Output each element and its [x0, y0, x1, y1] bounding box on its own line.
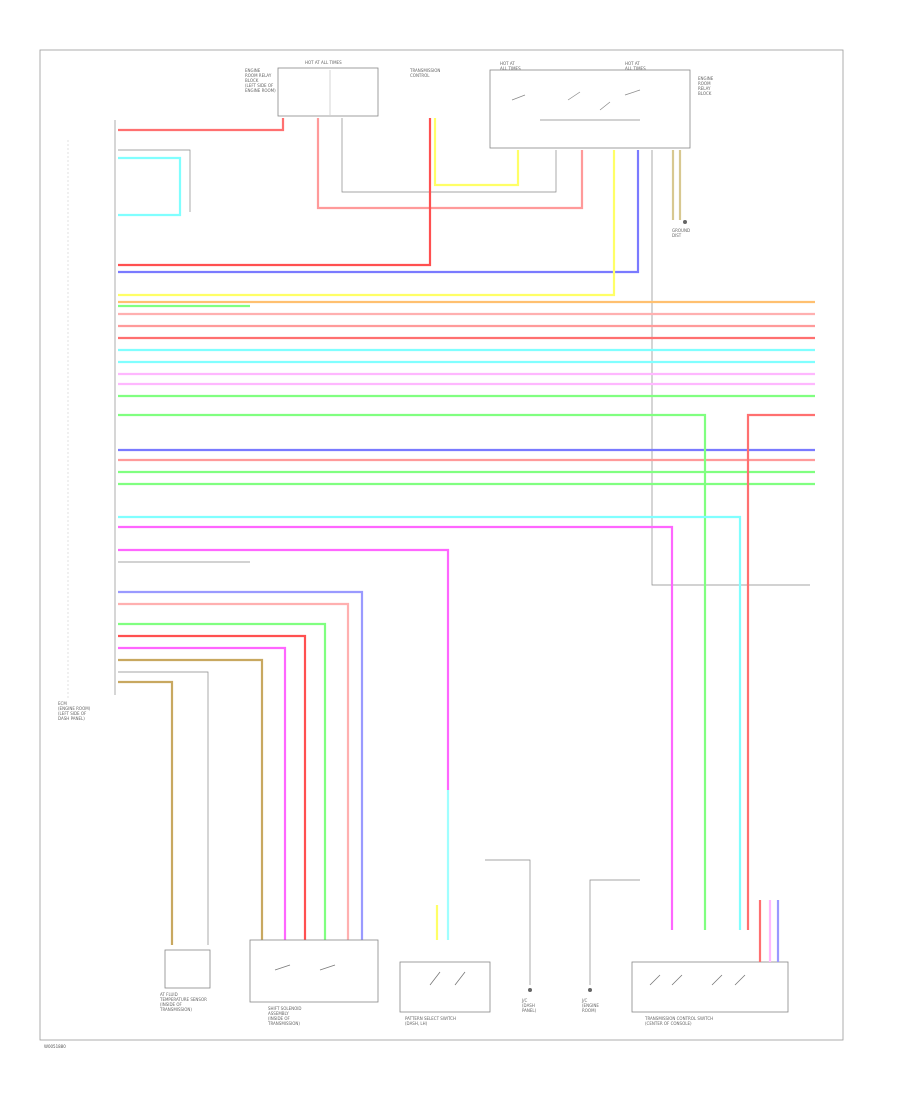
wire-magenta-lower [118, 646, 287, 940]
svg-text:PATTERN SELECT SWITCH: PATTERN SELECT SWITCH [405, 1016, 456, 1021]
svg-text:HOT AT: HOT AT [500, 61, 515, 66]
junction-connector-a: J/C (DASH PANEL) [521, 988, 537, 1013]
wire-gray-loop [341, 118, 557, 193]
svg-text:DASH PANEL): DASH PANEL) [58, 716, 85, 721]
fuse-block-c-label: HOT AT ALL TIMES [625, 61, 646, 71]
wire-yellow-loop [433, 118, 520, 187]
svg-text:ECM: ECM [58, 701, 67, 706]
svg-text:TRANSMISSION): TRANSMISSION) [267, 1021, 300, 1026]
wire-gray-lower [118, 671, 209, 945]
svg-text:J/C: J/C [521, 998, 528, 1003]
ground-label: GROUND DIST [672, 228, 690, 238]
svg-text:(DASH: (DASH [522, 1003, 535, 1008]
svg-text:ALL TIMES: ALL TIMES [500, 66, 521, 71]
wire-gray-long [651, 150, 810, 586]
svg-text:BLOCK: BLOCK [698, 91, 712, 96]
transmission-control-switch [631, 961, 789, 1013]
svg-text:(LEFT SIDE OF: (LEFT SIDE OF [58, 711, 87, 716]
wire-blue-long [118, 150, 640, 274]
wire-pink-lower [118, 602, 350, 940]
at-fluid-temp-sensor-label: AT FLUID TEMPERATURE SENSOR (INSIDE OF T… [159, 992, 207, 1012]
at-fluid-temp-sensor [164, 949, 211, 989]
svg-text:(CENTER OF CONSOLE): (CENTER OF CONSOLE) [645, 1021, 692, 1026]
shift-solenoid-assembly [249, 939, 379, 1003]
svg-text:ROOM): ROOM) [582, 1008, 597, 1013]
svg-text:PANEL): PANEL) [522, 1008, 537, 1013]
pattern-select-switch [399, 961, 491, 1013]
svg-text:TEMPERATURE SENSOR: TEMPERATURE SENSOR [159, 997, 207, 1002]
wire-green-drop [118, 413, 707, 930]
svg-text:(DASH, LH): (DASH, LH) [405, 1021, 428, 1026]
svg-text:ALL TIMES: ALL TIMES [625, 66, 646, 71]
svg-text:(ENGINE ROOM): (ENGINE ROOM) [58, 706, 91, 711]
fuse-block-b [489, 69, 691, 149]
wire-red-drop-right [746, 413, 815, 930]
right-relay-label: ENGINE ROOM RELAY BLOCK [698, 76, 714, 96]
horizontal-wire-bundle [118, 300, 815, 486]
wire-tan-sensor [118, 680, 174, 945]
svg-text:ASSEMBLY: ASSEMBLY [268, 1011, 289, 1016]
svg-text:ENGINE: ENGINE [698, 76, 714, 81]
svg-text:RELAY: RELAY [698, 86, 711, 91]
fuse-block-b-label: HOT AT ALL TIMES [500, 61, 521, 71]
svg-text:(LEFT SIDE OF: (LEFT SIDE OF [245, 83, 274, 88]
svg-text:(ENGINE: (ENGINE [582, 1003, 599, 1008]
wire-red-loop [316, 118, 584, 210]
svg-text:ROOM: ROOM [698, 81, 711, 86]
diagram-frame [39, 49, 844, 1041]
svg-text:HOT AT: HOT AT [625, 61, 640, 66]
wire-blue-lower [118, 590, 364, 940]
svg-text:TRANSMISSION CONTROL SWITCH: TRANSMISSION CONTROL SWITCH [644, 1016, 713, 1021]
hot-at-all-times-label: HOT AT ALL TIMES [305, 60, 342, 65]
wire-magenta-mid [118, 548, 450, 790]
ground-terminal [683, 220, 687, 224]
switch-glyphs [274, 964, 746, 986]
svg-text:CONTROL: CONTROL [410, 73, 430, 78]
svg-text:ENGINE ROOM): ENGINE ROOM) [245, 88, 276, 93]
svg-text:GROUND: GROUND [672, 228, 690, 233]
wire-yellow-long [118, 150, 616, 297]
svg-text:(INSIDE OF: (INSIDE OF [268, 1016, 290, 1021]
wire-gray-top [118, 149, 191, 212]
fuse-block-a [277, 67, 379, 117]
transmission-control-switch-label: TRANSMISSION CONTROL SWITCH (CENTER OF C… [644, 1016, 713, 1026]
ecm-label: ECM (ENGINE ROOM) (LEFT SIDE OF DASH PAN… [58, 701, 91, 721]
junction-connector-b: J/C (ENGINE ROOM) [581, 988, 599, 1013]
svg-text:TRANSMISSION): TRANSMISSION) [159, 1007, 192, 1012]
relay-switch-symbols [511, 89, 641, 121]
svg-text:ROOM RELAY: ROOM RELAY [245, 73, 272, 78]
wire-magenta-drop-right [118, 525, 674, 930]
footer-code: W0051880 [44, 1044, 66, 1049]
transmission-control-label: TRANSMISSION CONTROL [409, 68, 440, 78]
svg-text:(INSIDE OF: (INSIDE OF [160, 1002, 182, 1007]
pattern-select-switch-label: PATTERN SELECT SWITCH (DASH, LH) [405, 1016, 456, 1026]
wire-red-lower [118, 634, 307, 940]
svg-text:TRANSMISSION: TRANSMISSION [409, 68, 440, 73]
svg-text:AT FLUID: AT FLUID [160, 992, 178, 997]
wire-cyan-loop [118, 156, 182, 217]
shift-solenoid-assembly-label: SHIFT SOLENOID ASSEMBLY (INSIDE OF TRANS… [267, 1006, 302, 1026]
fuse-block-a-label: ENGINE ROOM RELAY BLOCK (LEFT SIDE OF EN… [245, 68, 276, 93]
wire-tan-lower [118, 658, 264, 940]
wire-red-long [118, 118, 432, 267]
svg-text:BLOCK: BLOCK [245, 78, 259, 83]
wire-red-top [118, 118, 285, 132]
wire-cyan-drop-right [118, 515, 742, 930]
wire-green-lower [118, 622, 327, 940]
svg-text:ENGINE: ENGINE [245, 68, 261, 73]
svg-text:DIST: DIST [672, 233, 682, 238]
svg-text:SHIFT SOLENOID: SHIFT SOLENOID [268, 1006, 302, 1011]
svg-text:J/C: J/C [581, 998, 588, 1003]
